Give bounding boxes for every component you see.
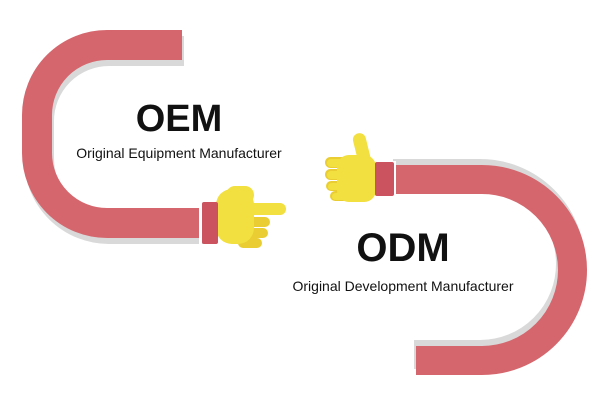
oem-cuff — [202, 202, 218, 244]
odm-subtitle: Original Development Manufacturer — [292, 278, 514, 294]
oem-cuff-gap — [199, 201, 202, 244]
oem-arm — [22, 30, 286, 248]
oem-title: OEM — [135, 98, 223, 140]
odm-cuff-gap — [393, 161, 396, 197]
odm-title: ODM — [356, 226, 450, 270]
oem-sleeve-shape — [22, 30, 201, 238]
oem-subtitle: Original Equipment Manufacturer — [76, 145, 282, 161]
pointing-right-hand-icon — [216, 186, 286, 248]
odm-sleeve-shape — [395, 165, 587, 375]
odm-cuff — [375, 162, 394, 196]
odm-arm — [325, 133, 587, 375]
thumbs-up-hand-icon — [325, 133, 376, 202]
